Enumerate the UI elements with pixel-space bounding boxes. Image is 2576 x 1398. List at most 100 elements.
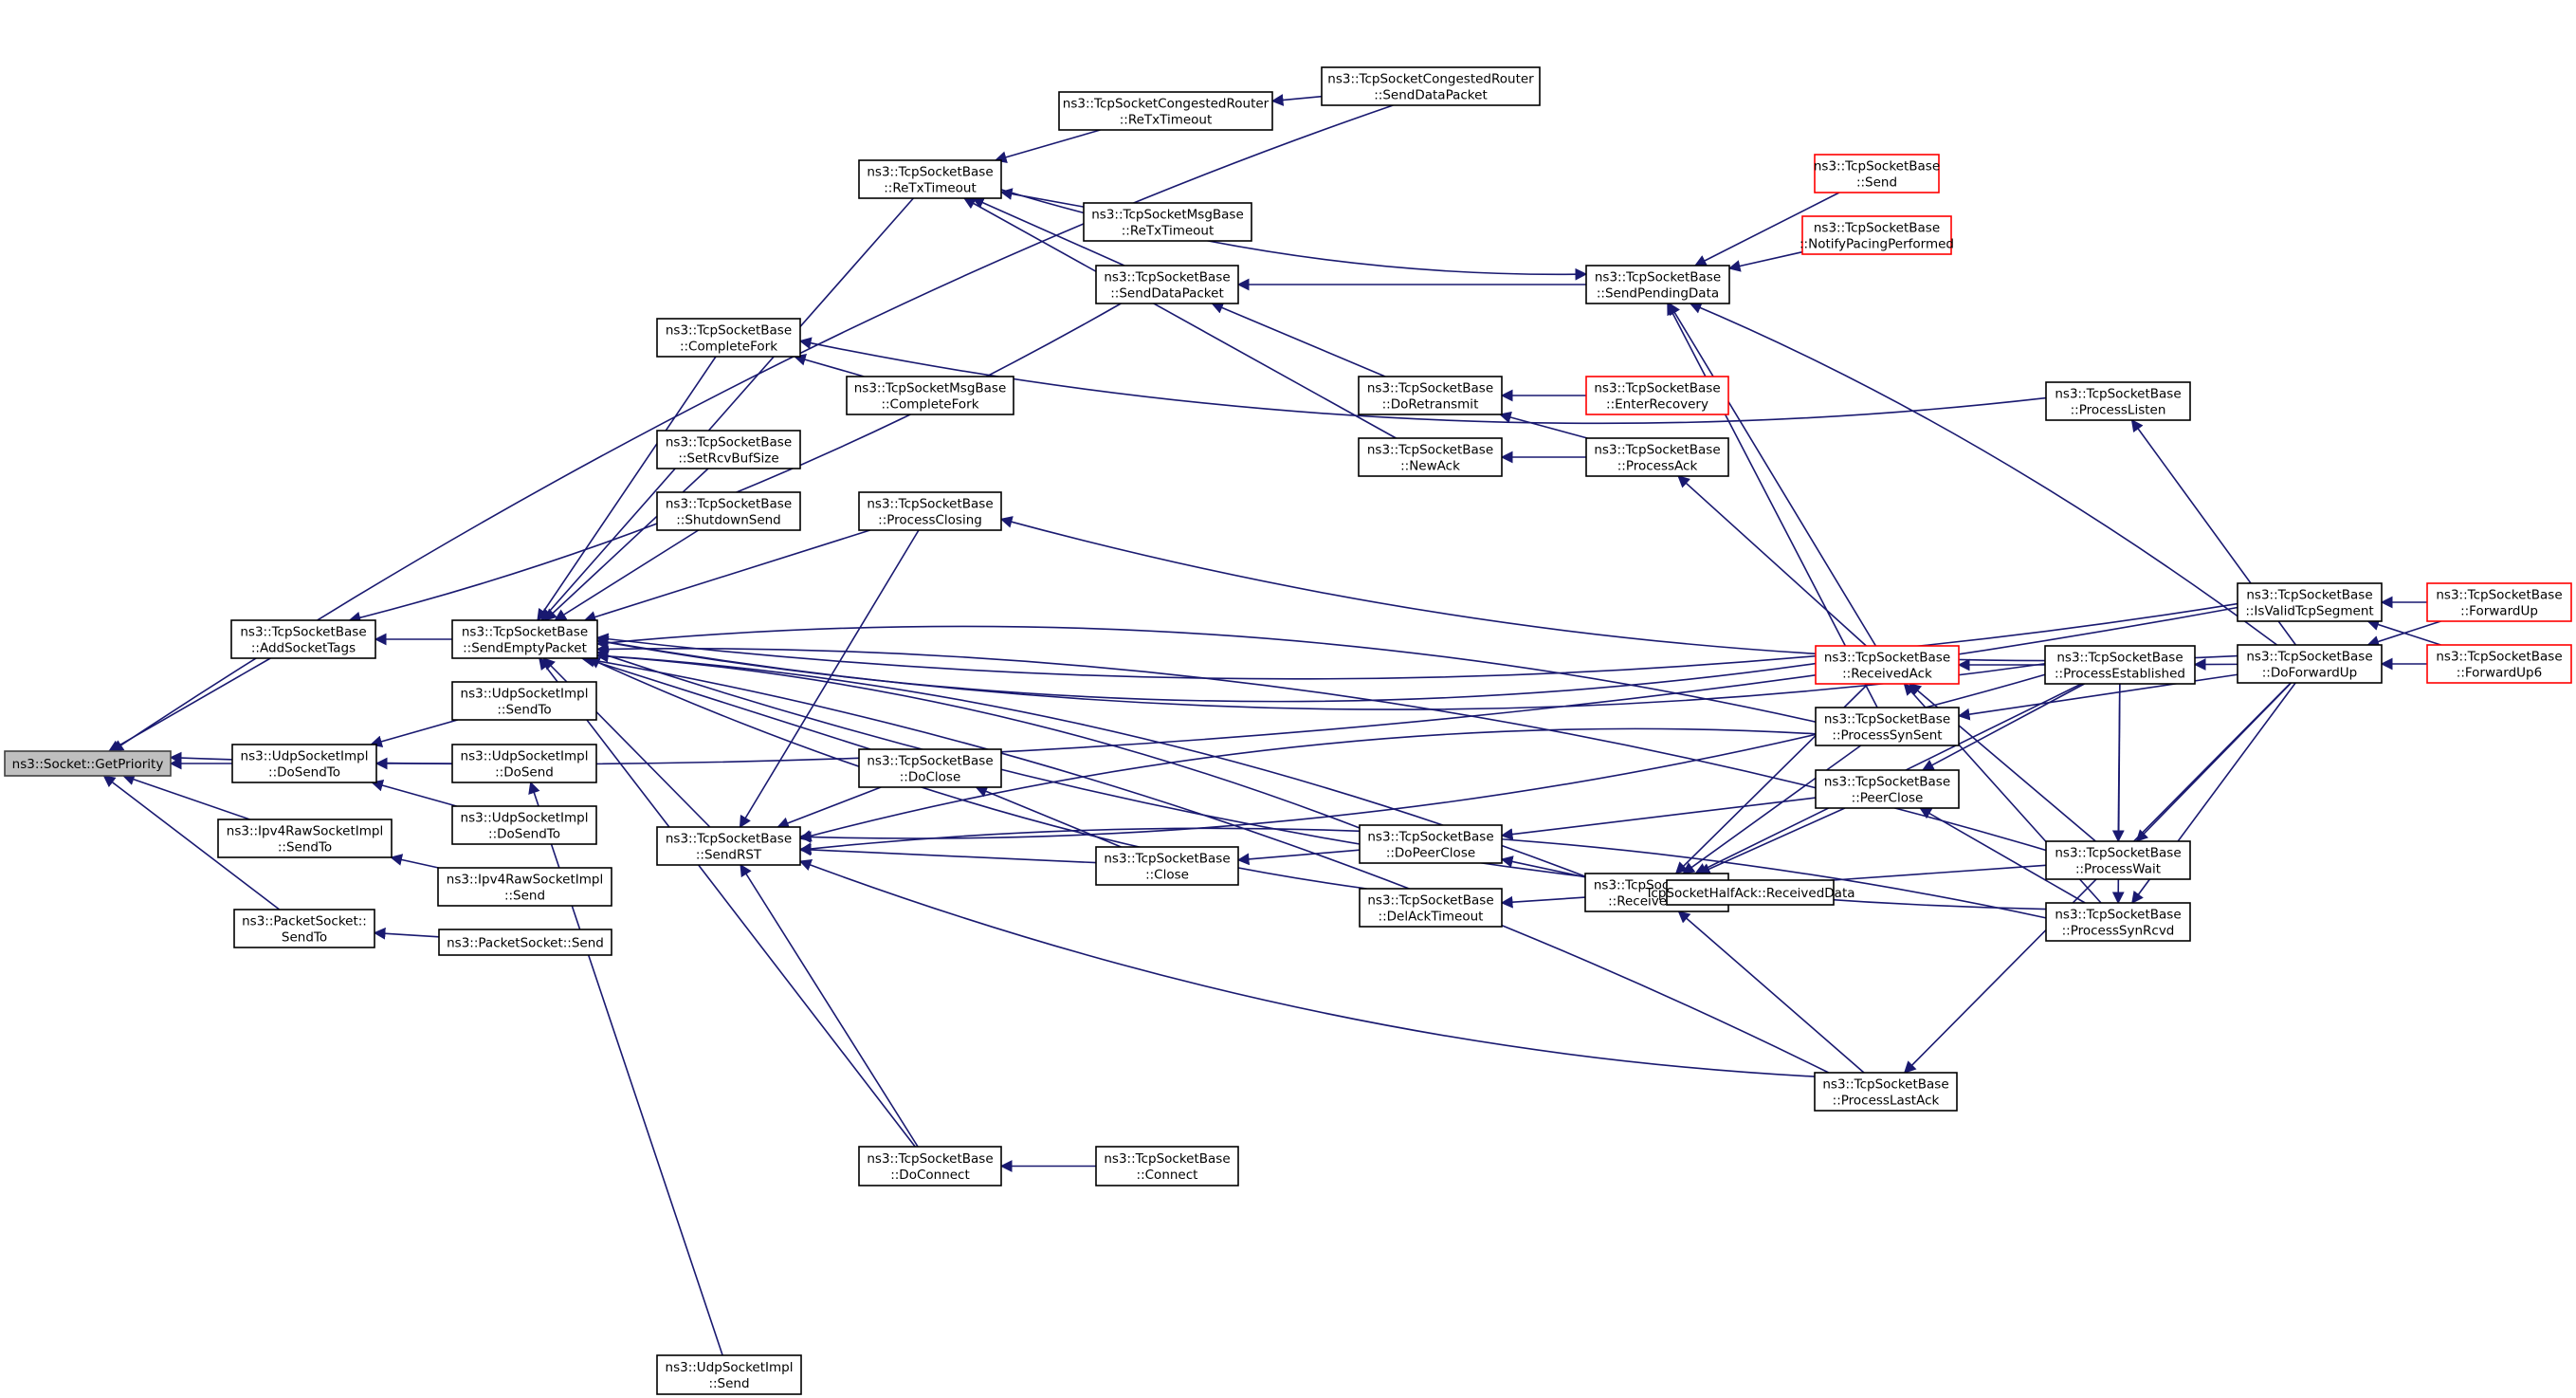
node-box — [656, 1354, 802, 1395]
edge-processlastack-to-sendemptypacket — [580, 653, 1830, 1074]
node-box — [1814, 1072, 1958, 1112]
node-msg-completefork[interactable]: ns3::TcpSocketMsgBase::CompleteFork — [846, 376, 1014, 415]
node-label-line: ::EnterRecovery — [1606, 397, 1708, 413]
node-udp-dosendto-l[interactable]: ns3::UdpSocketImpl::DoSendTo — [231, 744, 377, 783]
node-processlisten[interactable]: ns3::TcpSocketBase::ProcessListen — [2045, 381, 2191, 421]
node-doconnect[interactable]: ns3::TcpSocketBase::DoConnect — [858, 1146, 1002, 1186]
edge-close-to-doclose — [975, 785, 1122, 848]
node-addsockettags[interactable]: ns3::TcpSocketBase::AddSocketTags — [230, 619, 376, 659]
node-notifypacing[interactable]: ns3::TcpSocketBase::NotifyPacingPerforme… — [1800, 215, 1954, 255]
node-udp-sendto[interactable]: ns3::UdpSocketImpl::SendTo — [451, 681, 597, 721]
node-ipv4raw-send[interactable]: ns3::Ipv4RawSocketImpl::Send — [437, 867, 612, 907]
node-packetsocket-sendto[interactable]: ns3::PacketSocket::SendTo — [233, 909, 375, 948]
node-label-line: ::DoClose — [900, 770, 961, 785]
node-processsynrcvd[interactable]: ns3::TcpSocketBase::ProcessSynRcvd — [2045, 902, 2191, 942]
node-processestablished[interactable]: ns3::TcpSocketBase::ProcessEstablished — [2044, 645, 2196, 685]
node-halfack-receiveddata[interactable]: TcpSocketHalfAck::ReceivedData — [1644, 879, 1855, 906]
node-label-line: ns3::UdpSocketImpl — [461, 811, 589, 826]
node-box — [1095, 1146, 1239, 1186]
edge-processack-to-doretransmit — [1498, 411, 1588, 439]
edge-receiveddata-to-sendemptypacket — [595, 650, 1586, 877]
edge-sendrst-to-sendemptypacket — [542, 657, 711, 828]
node-label-line: ::SendDataPacket — [1110, 286, 1224, 302]
node-completefork[interactable]: ns3::TcpSocketBase::CompleteFork — [656, 318, 801, 358]
node-forwardup6[interactable]: ns3::TcpSocketBase::ForwardUp6 — [2426, 644, 2572, 684]
node-packetsocket-send[interactable]: ns3::PacketSocket::Send — [438, 929, 612, 956]
node-label-line: ::DoRetransmit — [1382, 397, 1479, 413]
node-label-line: SendTo — [282, 930, 327, 946]
node-box — [2426, 644, 2572, 684]
node-cr-senddatapacket[interactable]: ns3::TcpSocketCongestedRouter::SendDataP… — [1321, 66, 1541, 106]
node-box — [1359, 824, 1503, 864]
node-processack[interactable]: ns3::TcpSocketBase::ProcessAck — [1585, 437, 1729, 477]
node-box — [2237, 644, 2383, 684]
node-msg-retxtimeout[interactable]: ns3::TcpSocketMsgBase::ReTxTimeout — [1083, 202, 1252, 242]
node-label-line: ::DoSend — [495, 765, 554, 781]
node-label-line: ns3::TcpSocketBase — [240, 625, 366, 640]
node-box — [451, 805, 597, 845]
node-label-line: ns3::TcpSocketMsgBase — [1091, 208, 1244, 223]
node-processclosing[interactable]: ns3::TcpSocketBase::ProcessClosing — [858, 491, 1002, 531]
node-sendpendingdata[interactable]: ns3::TcpSocketBase::SendPendingData — [1585, 265, 1730, 304]
edge-cr-senddatapacket-to-cr-retxtimeout — [1270, 94, 1323, 106]
node-label-line: ns3::TcpSocketBase — [1594, 443, 1720, 458]
edge-doforwardup-to-sendpendingdata — [1689, 302, 2278, 646]
node-getpriority[interactable]: ns3::Socket::GetPriority — [4, 750, 172, 777]
node-close[interactable]: ns3::TcpSocketBase::Close — [1095, 846, 1239, 886]
node-doretransmit[interactable]: ns3::TcpSocketBase::DoRetransmit — [1358, 376, 1503, 415]
node-connect[interactable]: ns3::TcpSocketBase::Connect — [1095, 1146, 1239, 1186]
edge-shutdownsend-to-sendemptypacket — [554, 529, 700, 621]
node-send[interactable]: ns3::TcpSocketBase::Send — [1814, 154, 1940, 193]
node-box — [451, 681, 597, 721]
node-doclose[interactable]: ns3::TcpSocketBase::DoClose — [858, 748, 1002, 788]
node-shutdownsend[interactable]: ns3::TcpSocketBase::ShutdownSend — [656, 491, 801, 531]
node-peerclose[interactable]: ns3::TcpSocketBase::PeerClose — [1815, 769, 1960, 809]
node-box — [230, 619, 376, 659]
node-box — [1815, 707, 1960, 746]
node-retxtimeout[interactable]: ns3::TcpSocketBase::ReTxTimeout — [858, 159, 1002, 199]
node-label-line: ns3::TcpSocketBase — [1824, 651, 1950, 666]
edge-dopeerclose-to-close — [1236, 849, 1361, 866]
node-label-line: ns3::TcpSocketBase — [1104, 270, 1230, 285]
node-udp-send[interactable]: ns3::UdpSocketImpl::Send — [656, 1354, 802, 1395]
node-box — [858, 1146, 1002, 1186]
node-doforwardup[interactable]: ns3::TcpSocketBase::DoForwardUp — [2237, 644, 2383, 684]
node-cr-retxtimeout[interactable]: ns3::TcpSocketCongestedRouter::ReTxTimeo… — [1058, 91, 1273, 131]
node-forwardup[interactable]: ns3::TcpSocketBase::ForwardUp — [2426, 582, 2572, 622]
edge-receivedack-to-sendpendingdata — [1668, 302, 1877, 647]
edge-setrcvbufsize-to-sendemptypacket — [544, 468, 709, 621]
node-senddatapacket[interactable]: ns3::TcpSocketBase::SendDataPacket — [1095, 265, 1239, 304]
node-label-line: ns3::TcpSocketBase — [2436, 650, 2562, 665]
node-enterrecovery[interactable]: ns3::TcpSocketBase::EnterRecovery — [1585, 376, 1729, 415]
node-delacktimeout[interactable]: ns3::TcpSocketBase::DelAckTimeout — [1359, 888, 1503, 928]
node-udp-dosend[interactable]: ns3::UdpSocketImpl::DoSend — [451, 744, 597, 783]
node-processsynsent[interactable]: ns3::TcpSocketBase::ProcessSynSent — [1815, 707, 1960, 746]
node-setrcvbufsize[interactable]: ns3::TcpSocketBase::SetRcvBufSize — [656, 430, 801, 469]
node-label-line: ns3::TcpSocketBase — [1367, 443, 1493, 458]
node-dopeerclose[interactable]: ns3::TcpSocketBase::DoPeerClose — [1359, 824, 1503, 864]
node-label-line: ::Send — [1856, 175, 1897, 191]
node-receivedack[interactable]: ns3::TcpSocketBase::ReceivedAck — [1815, 645, 1960, 685]
edge-receiveddata-to-dopeerclose — [1500, 855, 1586, 878]
node-label-line: ::DoSendTo — [488, 827, 560, 842]
node-label-line: ::DoSendTo — [268, 765, 340, 781]
node-box — [656, 826, 801, 866]
node-label-line: ::AddSocketTags — [251, 641, 356, 656]
edge-ipv4raw-send-to-ipv4raw-sendto — [390, 854, 439, 869]
node-label-line: ::Connect — [1137, 1168, 1198, 1183]
edge-processestablished-to-sendemptypacket — [595, 635, 2046, 710]
node-box — [846, 376, 1014, 415]
node-label-line: ::SendDataPacket — [1374, 88, 1488, 103]
node-isvalidtcpsegment[interactable]: ns3::TcpSocketBase::IsValidTcpSegment — [2237, 582, 2383, 622]
node-newack[interactable]: ns3::TcpSocketBase::NewAck — [1358, 437, 1503, 477]
node-label-line: ::DoPeerClose — [1386, 846, 1475, 861]
node-label-line: ns3::TcpSocketBase — [1104, 852, 1230, 867]
node-ipv4raw-sendto[interactable]: ns3::Ipv4RawSocketImpl::SendTo — [217, 819, 393, 858]
node-processlastack[interactable]: ns3::TcpSocketBase::ProcessLastAck — [1814, 1072, 1958, 1112]
node-processwait[interactable]: ns3::TcpSocketBase::ProcessWait — [2045, 840, 2191, 880]
node-sendemptypacket[interactable]: ns3::TcpSocketBase::SendEmptyPacket — [451, 619, 598, 659]
node-box — [451, 744, 597, 783]
node-label-line: ::SetRcvBufSize — [678, 451, 778, 467]
node-sendrst[interactable]: ns3::TcpSocketBase::SendRST — [656, 826, 801, 866]
node-udp-dosendto-r[interactable]: ns3::UdpSocketImpl::DoSendTo — [451, 805, 597, 845]
